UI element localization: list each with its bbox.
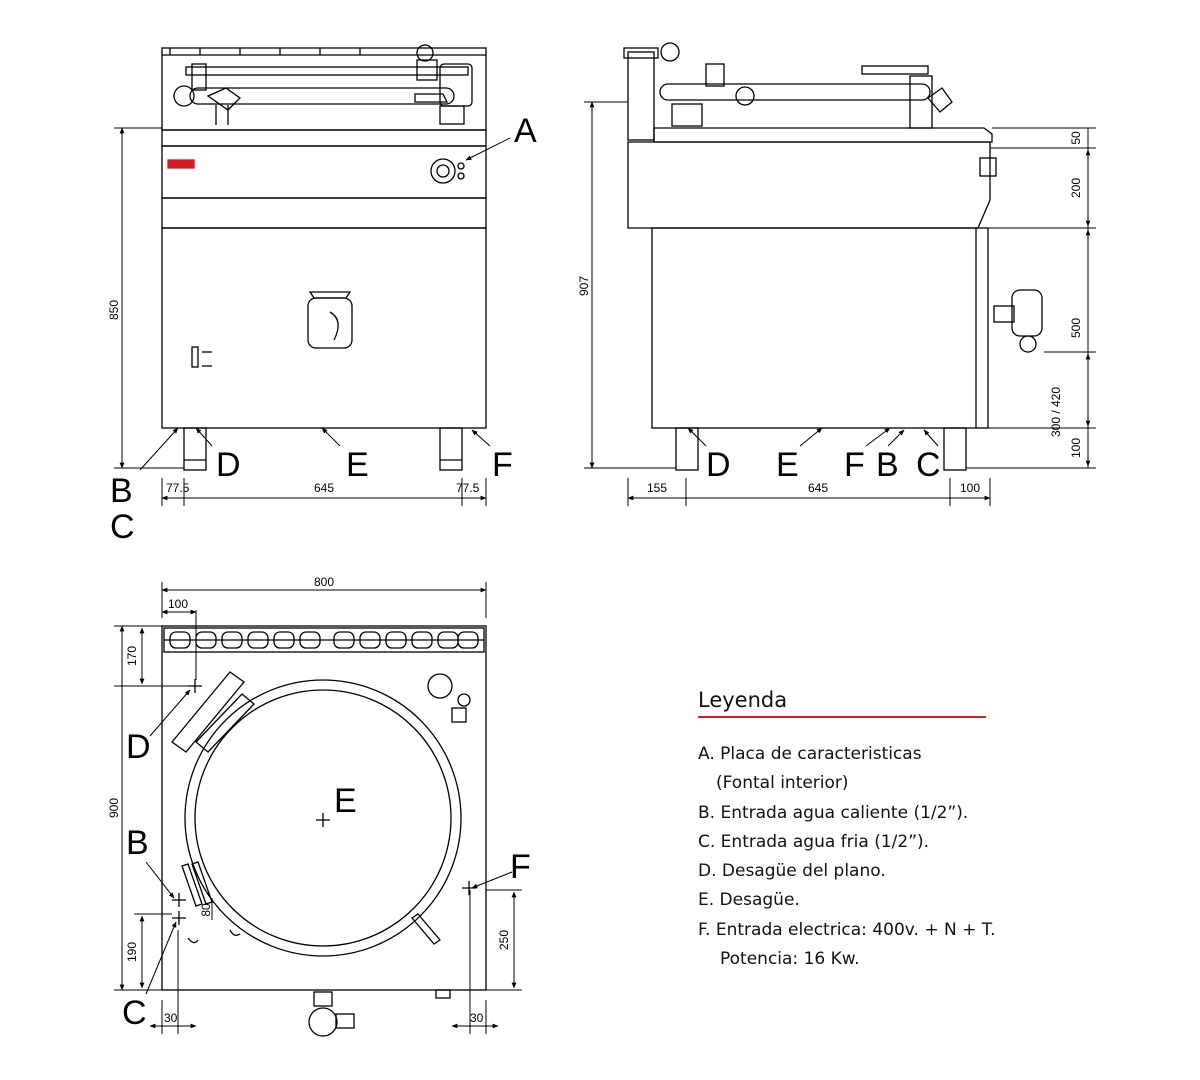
side-label-e: E: [776, 446, 799, 484]
front-label-b: B: [110, 472, 133, 510]
front-label-e: E: [346, 446, 369, 484]
front-dim-left: 77.5: [166, 481, 190, 495]
side-dim-100: 100: [960, 481, 980, 495]
legend-item-a: A. Placa de caracteristicas: [698, 744, 922, 764]
side-view: [623, 42, 1043, 471]
top-dim-190: 190: [125, 942, 139, 962]
top-dim-30-right: 30: [470, 1011, 484, 1025]
front-dim-850: 850: [107, 300, 121, 320]
front-dim-right: 77.5: [456, 481, 480, 495]
side-label-d: D: [706, 446, 731, 484]
side-dim-100-leg: 100: [1069, 438, 1083, 458]
side-dimensions: [584, 101, 1096, 506]
legend-item-b: B. Entrada agua caliente (1/2”).: [698, 802, 969, 823]
side-label-b: B: [876, 446, 899, 484]
top-dim-30-left: 30: [164, 1011, 178, 1025]
legend-item-e: E. Desagüe.: [698, 890, 800, 911]
side-dim-907: 907: [577, 276, 591, 296]
front-dimensions: [114, 127, 511, 506]
top-label-e: E: [334, 782, 357, 820]
top-dim-100: 100: [168, 597, 188, 611]
side-label-c: C: [916, 446, 941, 484]
top-label-c: C: [122, 994, 147, 1032]
front-view: [161, 44, 487, 471]
front-label-c: C: [110, 508, 135, 546]
legend-item-f: F. Entrada electrica: 400v. + N + T.: [698, 919, 996, 940]
side-dim-500: 500: [1069, 318, 1083, 338]
front-label-f: F: [492, 446, 513, 484]
top-label-b: B: [126, 824, 149, 862]
side-dim-645: 645: [808, 481, 828, 495]
top-label-d: D: [126, 728, 151, 766]
top-label-f: F: [510, 848, 531, 886]
legend-item-d: D. Desagüe del plano.: [698, 861, 886, 882]
side-dim-50: 50: [1069, 131, 1083, 145]
top-dim-170: 170: [125, 646, 139, 666]
side-dim-300-420: 300 / 420: [1049, 387, 1063, 437]
legend-item-f-power: Potencia: 16 Kw.: [720, 949, 860, 970]
side-label-f: F: [844, 446, 865, 484]
legend: Leyenda A. Placa de caracteristicas (Fon…: [698, 688, 998, 974]
side-dim-155: 155: [647, 481, 667, 495]
top-dim-80: 80: [199, 903, 213, 917]
top-dim-250: 250: [497, 930, 511, 950]
front-dim-645: 645: [314, 481, 334, 495]
top-dimensions: [114, 582, 522, 1034]
top-dim-800: 800: [314, 575, 334, 589]
front-label-a: A: [514, 112, 537, 150]
legend-item-c: C. Entrada agua fria (1/2”).: [698, 831, 930, 852]
front-label-d: D: [216, 446, 241, 484]
top-dim-900: 900: [107, 798, 121, 818]
legend-item-a-note: (Fontal interior): [716, 773, 849, 794]
legend-title: Leyenda: [698, 688, 986, 718]
top-view: [161, 625, 487, 1037]
side-dim-200: 200: [1069, 178, 1083, 198]
